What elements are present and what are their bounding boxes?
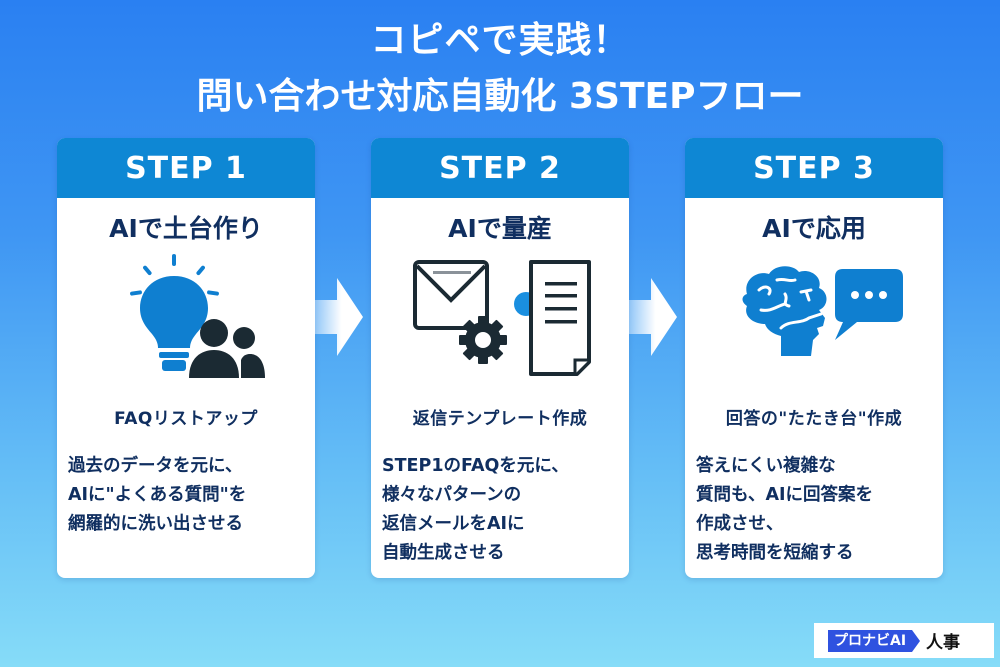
step-label: STEP 1 — [57, 138, 315, 198]
gear-icon — [459, 316, 507, 364]
envelope-icon — [413, 260, 489, 330]
step-subheading: 回答の"たたき台"作成 — [725, 409, 903, 429]
step-description: 答えにくい複雑な 質問も、AIに回答案を 作成させ、 思考時間を短縮する — [685, 452, 943, 568]
people-icon — [189, 319, 265, 378]
mail-gear-document-icon — [371, 254, 629, 384]
step-card-2: STEP 2 AIで量産 — [371, 138, 629, 578]
step-heading: AIで量産 — [448, 214, 552, 243]
step-heading: AIで応用 — [762, 214, 866, 243]
page-title: コピペで実践！ 問い合わせ対応自動化 3STEPフロー — [0, 18, 1000, 122]
speech-bubble-icon — [835, 269, 903, 340]
step-description: 過去のデータを元に、 AIに"よくある質問"を 網羅的に洗い出させる — [57, 452, 315, 539]
step-label: STEP 3 — [685, 138, 943, 198]
description-line: STEP1のFAQを元に、 — [382, 456, 569, 476]
step-label: STEP 2 — [371, 138, 629, 198]
step-card-1: STEP 1 AIで土台作り FAQリストアップ — [57, 138, 315, 578]
brand-logo: プロナビAI 人事 — [814, 623, 994, 658]
brain-head-icon — [742, 266, 827, 356]
description-line: 自動生成させる — [382, 543, 505, 563]
lightbulb-people-icon — [57, 254, 315, 384]
description-line: 様々なパターンの — [382, 485, 522, 505]
arrow-right-icon — [623, 274, 681, 360]
description-line: 作成させ、 — [696, 514, 784, 534]
brand-tag: プロナビAI — [828, 629, 921, 652]
description-line: 答えにくい複雑な — [696, 456, 836, 476]
description-line: 質問も、AIに回答案を — [696, 485, 874, 505]
arrow-right-icon — [309, 274, 367, 360]
document-icon — [529, 260, 591, 376]
description-line: AIに"よくある質問"を — [68, 485, 247, 505]
step-subheading: FAQリストアップ — [114, 409, 258, 429]
description-line: 網羅的に洗い出させる — [68, 514, 243, 534]
step-card-3: STEP 3 AIで応用 回答の"たたき台"作 — [685, 138, 943, 578]
brand-text: 人事 — [926, 633, 961, 653]
lightbulb-icon — [130, 254, 219, 371]
brain-speech-bubble-icon — [685, 254, 943, 384]
title-line-1: コピペで実践！ — [370, 20, 630, 61]
title-line-2: 問い合わせ対応自動化 3STEPフロー — [196, 76, 804, 117]
step-heading: AIで土台作り — [109, 214, 263, 243]
description-line: 思考時間を短縮する — [696, 543, 854, 563]
description-line: 返信メールをAIに — [382, 514, 525, 534]
step-subheading: 返信テンプレート作成 — [412, 409, 588, 429]
description-line: 過去のデータを元に、 — [68, 456, 243, 476]
step-description: STEP1のFAQを元に、 様々なパターンの 返信メールをAIに 自動生成させる — [371, 452, 629, 568]
